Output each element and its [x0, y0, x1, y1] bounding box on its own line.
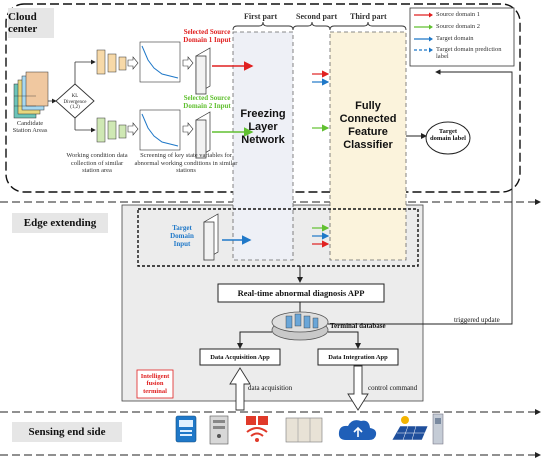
fc-column — [329, 31, 407, 261]
int-app-label: Data Integration App — [328, 353, 388, 361]
source1-input-label: Selected Source Domain 1 Input — [183, 28, 231, 44]
meter-icon — [175, 415, 197, 443]
cloud-center-label: Cloud center — [8, 8, 54, 38]
hollow-arrow-lower-2 — [182, 122, 194, 136]
data-acquisition-arrow — [229, 367, 251, 411]
data-acquisition-label: data acquisition — [248, 384, 293, 392]
third-part-label: Third part — [350, 12, 387, 21]
int-app-box — [317, 348, 399, 366]
lower-feature-blocks — [96, 117, 127, 143]
db-to-int-line — [328, 331, 361, 349]
brace-first — [232, 21, 294, 31]
legend-label-4: Target domain prediction label — [436, 46, 502, 60]
kl-label: KL Divergence (1,2) — [63, 94, 87, 110]
fc-label: Fully Connected Feature Classifier — [339, 100, 397, 151]
acq-app-label: Data Acquisition App — [210, 353, 270, 361]
legend-label-3: Target domain — [436, 35, 474, 42]
acq-app-box — [199, 348, 281, 366]
legend-label-1: Source domain 1 — [436, 11, 481, 18]
app-box — [217, 283, 385, 303]
control-command-label: control command — [368, 384, 418, 392]
legend-box — [409, 7, 515, 67]
collection-caption: Working condition data collection of sim… — [66, 152, 128, 174]
legend-label-2: Source domain 2 — [436, 23, 481, 30]
hollow-arrow-upper-1 — [127, 56, 139, 70]
control-command-arrow — [347, 365, 369, 411]
source2-input-slab — [195, 111, 211, 159]
fusion-box — [136, 369, 174, 399]
screening-caption: Screening of key state variables for abn… — [134, 152, 238, 174]
source1-input-slab — [195, 47, 211, 95]
db-to-acq-line — [237, 331, 272, 349]
brace-second — [292, 21, 331, 31]
switchgear-icon — [432, 413, 444, 445]
legend-arrowhead-4 — [429, 47, 433, 53]
screening-chart-upper — [139, 41, 181, 83]
brace-third — [329, 21, 407, 31]
hollow-arrow-upper-2 — [182, 56, 194, 70]
source2-input-label: Selected Source Domain 2 Input — [183, 94, 231, 110]
cabinet-icon — [285, 417, 323, 443]
app-label: Real-time abnormal diagnosis APP — [237, 288, 365, 298]
candidate-stations-icon — [13, 71, 49, 119]
terminal-db-label: Terminal database — [330, 322, 386, 330]
freezing-label: Freezing Layer Network — [240, 108, 286, 146]
edge-extending-label: Edge extending — [12, 213, 108, 233]
cloud-upload-icon — [338, 420, 377, 440]
legend-arrowhead-1 — [429, 12, 433, 18]
second-part-label: Second part — [296, 12, 338, 21]
candidate-label: Candidate Station Areas — [12, 120, 48, 134]
legend-arrowhead-2 — [429, 24, 433, 30]
first-part-label: First part — [244, 12, 278, 21]
database-icon — [271, 311, 329, 341]
triggered-update-path — [328, 69, 513, 325]
legend-arrowhead-3 — [429, 36, 433, 42]
target-input-label: Target Domain Input — [170, 224, 194, 248]
target-input-slab — [203, 213, 219, 261]
sensing-end-label: Sensing end side — [12, 422, 122, 442]
target-label-ellipse — [425, 121, 471, 155]
hollow-arrow-lower-1 — [127, 122, 139, 136]
legend-lines — [414, 12, 433, 53]
fusion-label: Intelligent fusion terminal — [140, 372, 170, 395]
wireless-icon — [246, 416, 268, 442]
target-label-text: Target domain label — [430, 128, 466, 142]
server-icon — [209, 415, 229, 445]
solar-panel-icon — [391, 416, 429, 441]
freezing-column — [232, 31, 294, 261]
upper-feature-blocks — [96, 49, 127, 75]
edge-target-box — [137, 208, 419, 267]
screening-chart-lower — [139, 109, 181, 151]
triggered-update-label: triggered update — [454, 316, 500, 324]
